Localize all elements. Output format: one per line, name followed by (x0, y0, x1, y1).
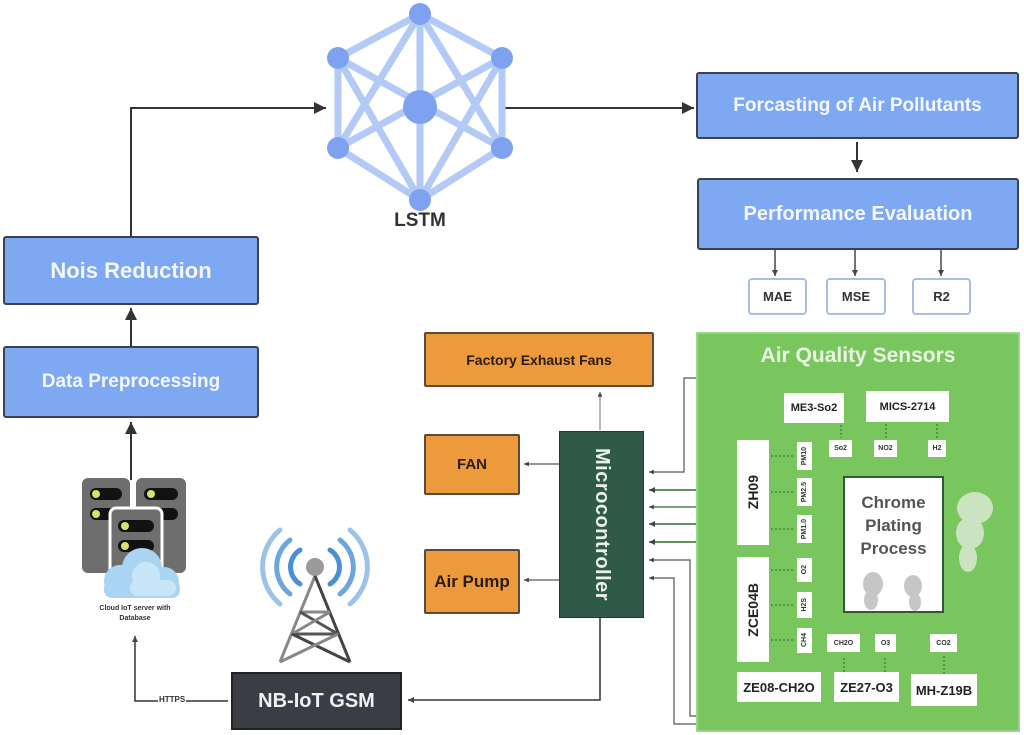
metric-mse: MSE (826, 278, 886, 315)
air-pump-box: Air Pump (424, 549, 520, 614)
sensor-mics-2714: MICS-2714 (866, 391, 949, 422)
cloud-server-icon (82, 478, 186, 598)
gas-no2: NO2 (874, 440, 897, 457)
sensor-mh-z19b: MH-Z19B (911, 674, 977, 706)
https-label: HTTPS (158, 695, 187, 704)
lstm-network-icon (327, 3, 513, 211)
forecasting-box: Forcasting of Air Pollutants (696, 72, 1019, 139)
sensor-panel-title: Air Quality Sensors (760, 344, 956, 367)
cell-tower-icon (260, 527, 370, 664)
cloud-label-line1: Cloud IoT server with (99, 605, 171, 612)
arrow-gsm-to-cloud (132, 636, 228, 702)
gas-pm1: PM1.0 (797, 515, 812, 543)
sensor-zh09: ZH09 (737, 440, 769, 545)
gas-o2: O2 (797, 558, 812, 582)
fan-box: FAN (424, 434, 520, 495)
process-label-line2: Plating (865, 516, 922, 535)
lstm-label: LSTM (394, 210, 446, 231)
gas-ch2o: CH2O (827, 634, 860, 652)
nb-iot-gsm-box: NB-IoT GSM (231, 672, 402, 730)
performance-evaluation-box: Performance Evaluation (697, 178, 1019, 250)
sensor-ze27-o3: ZE27-O3 (834, 672, 899, 702)
noise-reduction-box: Nois Reduction (3, 236, 259, 305)
microcontroller-box: Microcontroller (559, 431, 644, 618)
arrow-noise-to-lstm (130, 102, 326, 236)
gas-ch4: CH4 (797, 628, 812, 653)
process-label-line1: Chrome (861, 493, 926, 512)
gas-o3: O3 (875, 634, 896, 652)
smoke-icon (863, 572, 922, 611)
arrow-mcu-to-gsm (408, 618, 601, 703)
factory-exhaust-fans-box: Factory Exhaust Fans (424, 332, 654, 387)
data-preprocessing-box: Data Preprocessing (3, 346, 259, 418)
process-label: Chrome Plating Process (845, 491, 942, 560)
gas-so2: So2 (829, 440, 852, 457)
chrome-plating-process-box: Chrome Plating Process (843, 476, 944, 613)
gas-pm10: PM10 (797, 442, 812, 470)
sensor-me3-so2: ME3-So2 (784, 393, 844, 423)
cloud-label-line2: Database (119, 615, 151, 622)
process-label-line3: Process (860, 539, 927, 558)
gas-pm25: PM2.5 (797, 478, 812, 506)
metric-r2: R2 (912, 278, 971, 315)
gas-co2: CO2 (930, 634, 957, 652)
sensor-zce04b: ZCE04B (737, 557, 769, 662)
gas-h2: H2 (928, 440, 946, 457)
cloud-server-label: Cloud IoT server with Database (70, 604, 200, 624)
microcontroller-label: Microcontroller (591, 447, 613, 602)
sensor-ze08-ch2o: ZE08-CH2O (737, 672, 821, 702)
smoke-plume-icon (956, 492, 993, 572)
gas-h2s: H2S (797, 592, 812, 618)
metric-mae: MAE (748, 278, 807, 315)
